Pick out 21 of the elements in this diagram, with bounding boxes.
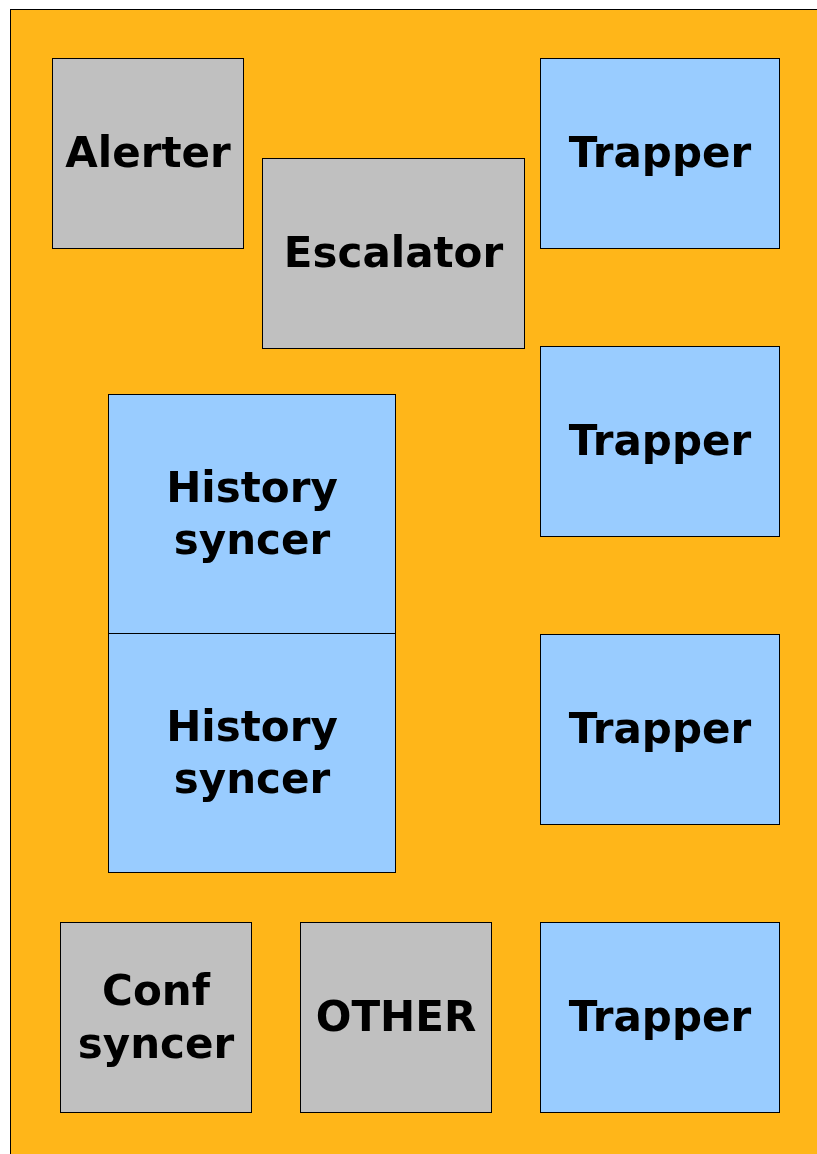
box-label: Trapper xyxy=(567,703,753,756)
process-box xyxy=(540,58,780,249)
box-label: History syncer xyxy=(165,700,339,805)
process-box xyxy=(52,58,244,249)
process-box xyxy=(540,346,780,537)
box-label: Trapper xyxy=(567,991,753,1044)
box-label: Escalator xyxy=(282,227,505,280)
process-box xyxy=(540,634,780,825)
process-box xyxy=(108,633,396,873)
process-box xyxy=(300,922,492,1113)
box-label: Conf syncer xyxy=(76,965,236,1070)
process-box xyxy=(108,394,396,634)
box-label: Trapper xyxy=(567,415,753,468)
process-box xyxy=(60,922,252,1113)
box-label: Trapper xyxy=(567,127,753,180)
process-box xyxy=(540,922,780,1113)
box-label: Alerter xyxy=(64,127,232,180)
process-box xyxy=(262,158,525,349)
background-panel xyxy=(10,9,817,1154)
box-label: OTHER xyxy=(314,991,478,1044)
box-label: History syncer xyxy=(165,461,339,566)
